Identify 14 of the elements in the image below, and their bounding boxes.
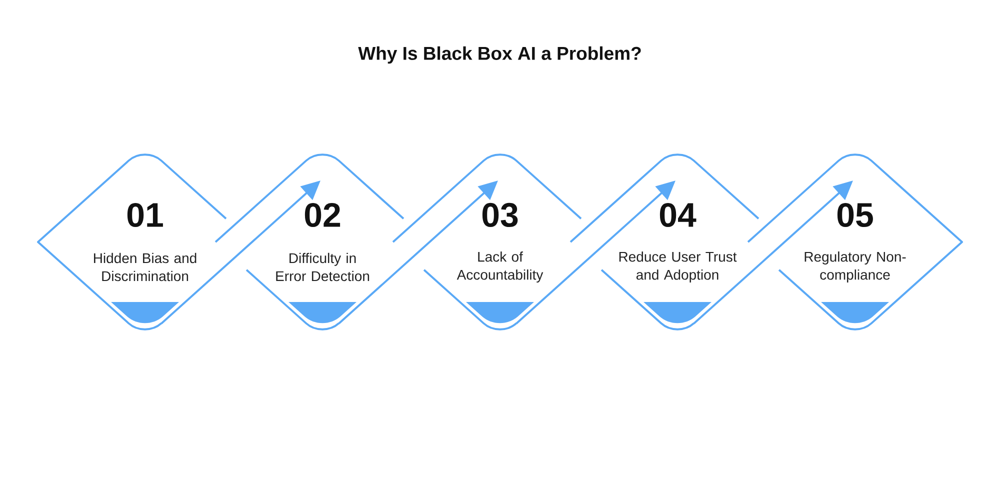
step-label: Lack of Accountability (456, 251, 544, 283)
diamond-box (570, 154, 760, 330)
step-number: 01 (127, 202, 163, 228)
title: Why Is Black Box AI a Problem? (358, 46, 641, 64)
step-label: Difficulty in Error Detection (276, 252, 370, 282)
step-number: 04 (660, 202, 696, 228)
step-number: 05 (837, 202, 873, 228)
step-number: 03 (482, 202, 518, 228)
diamond-box (214, 154, 404, 330)
step-label: Hidden Bias and Discrimination (94, 252, 196, 282)
step-label: Reduce User Trust and Adoption (619, 251, 737, 283)
diamond-box (392, 154, 582, 330)
step-label: Regulatory Non-compliance (804, 251, 906, 283)
step-number: 02 (304, 202, 340, 228)
